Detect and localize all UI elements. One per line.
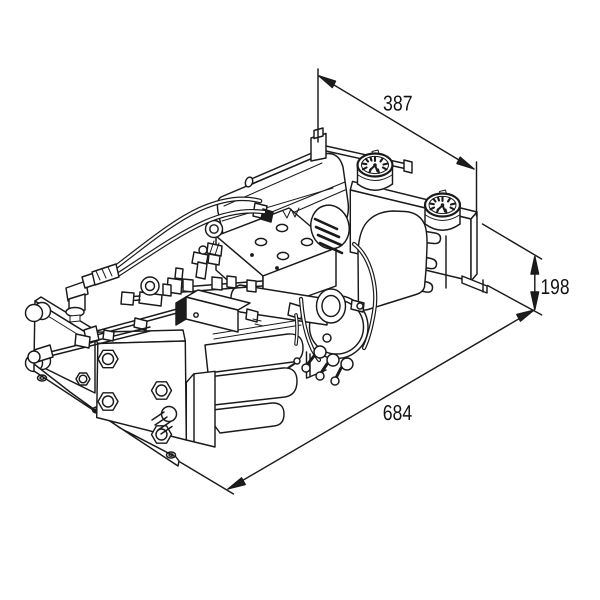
svg-text:198: 198: [541, 275, 570, 299]
svg-text:387: 387: [383, 92, 413, 116]
svg-text:684: 684: [383, 401, 413, 425]
